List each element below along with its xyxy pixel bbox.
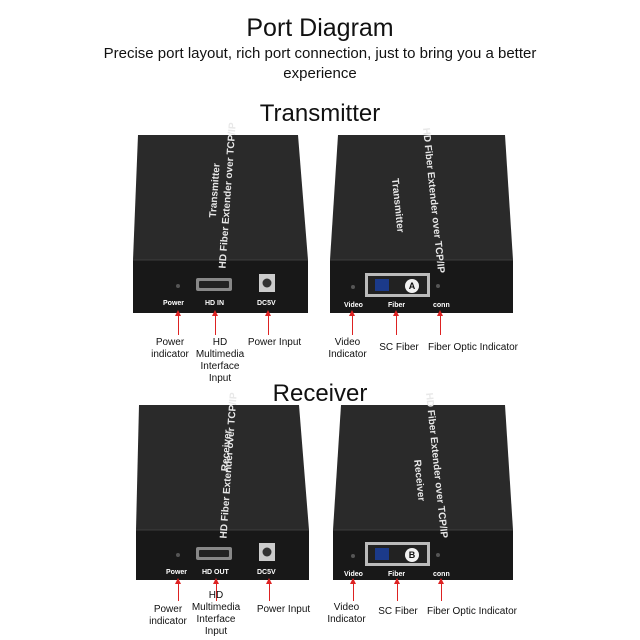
port-label-hd-in: HD IN [205, 300, 225, 307]
arrow-power-input [265, 310, 271, 335]
transmitter-front-device: HD Fiber Extender over TCP/IP Transmitte… [133, 122, 313, 315]
port-label-conn: conn [433, 571, 450, 578]
arrow-fiber-optic-indicator [437, 310, 443, 335]
desc-fiber-optic-indicator: Fiber Optic Indicator [427, 342, 519, 353]
arrow-power-input [266, 578, 272, 601]
arrow-hd-input [213, 578, 219, 601]
port-label-video: Video [344, 302, 363, 309]
arrow-video-indicator [350, 578, 356, 601]
port-label-power: Power [163, 300, 185, 307]
desc-power-input: Power Input [247, 337, 302, 348]
page-subtitle: Precise port layout, rich port connectio… [103, 45, 537, 82]
port-badge-a: A [405, 279, 419, 293]
transmitter-section-title: Transmitter [259, 100, 381, 127]
transmitter-back-device-graphic [330, 135, 513, 313]
desc-fiber-optic-indicator: Fiber Optic Indicator [426, 606, 518, 617]
port-label-video: Video [344, 571, 363, 578]
port-label-dc5v: DC5V [257, 569, 276, 576]
receiver-section-title: Receiver [272, 380, 368, 407]
transmitter-front-device-graphic [133, 135, 308, 313]
desc-sc-fiber: SC Fiber [379, 342, 419, 353]
transmitter-back-device: A HD Fiber Extender over TCP/IP Transmit… [330, 127, 515, 315]
arrow-fiber-optic-indicator [438, 578, 444, 601]
receiver-back-device: B HD Fiber Extender over TCP/IP Receiver… [333, 392, 518, 585]
port-label-hd-out: HD OUT [202, 569, 229, 576]
port-label-fiber: Fiber [388, 302, 406, 309]
port-label-conn: conn [433, 302, 450, 309]
arrow-video-indicator [349, 310, 355, 335]
port-label-dc5v: DC5V [257, 300, 276, 307]
arrow-sc-fiber [394, 578, 400, 601]
port-label-power: Power [166, 569, 188, 576]
page-title: Port Diagram [246, 14, 394, 42]
receiver-back-device-graphic [333, 405, 513, 580]
arrow-sc-fiber [393, 310, 399, 335]
arrow-power-indicator [175, 578, 181, 601]
desc-sc-fiber: SC Fiber [378, 606, 418, 617]
port-label-fiber: Fiber [388, 571, 406, 578]
receiver-front-device: HD Fiber Extender over TCP/IP Receiver P… [136, 392, 316, 585]
receiver-front-device-graphic [136, 405, 309, 580]
port-badge-b: B [405, 548, 419, 562]
arrow-power-indicator [175, 310, 181, 335]
arrow-hd-input [212, 310, 218, 335]
desc-power-input: Power Input [256, 604, 311, 615]
